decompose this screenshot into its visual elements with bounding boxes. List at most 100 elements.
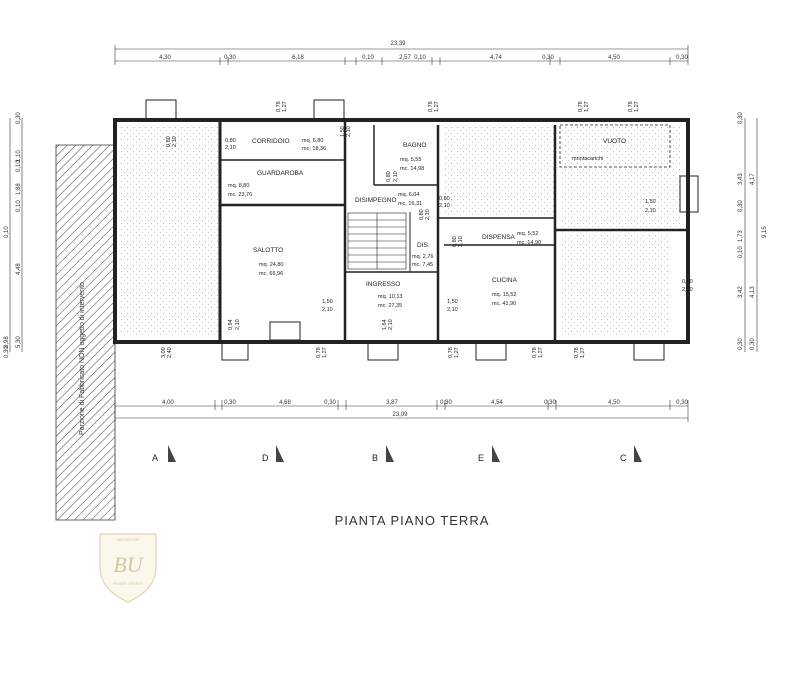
door-label: 2,10 — [393, 171, 399, 182]
room-name: CUCINA — [492, 277, 518, 284]
dim-left-0: 0,30 — [16, 112, 22, 124]
door-label: 0,80 — [166, 136, 172, 147]
svg-text:A: A — [152, 453, 158, 463]
dim-right-5: 0,10 — [738, 246, 744, 258]
window-label: 1,27 — [580, 347, 586, 358]
room-guardaroba: GUARDAROBA mq. 8,80 mc. 23,76 — [228, 170, 304, 198]
section-marker-d: D — [262, 445, 284, 463]
watermark-logo: IMMOBILIARE BU PRIVATE BROKER — [99, 533, 157, 603]
dim-left-4: 0,10 — [4, 226, 10, 238]
dim-top-9: 0,30 — [676, 55, 688, 61]
section-marker-c: C — [620, 445, 642, 463]
room-name: CORRIDOIO — [252, 138, 290, 145]
dim-left-9: 8,98 — [4, 336, 10, 348]
dim-left-6: 5,30 — [16, 336, 22, 348]
door-label: 2,10 — [235, 319, 241, 330]
room-mc: mc. 14,90 — [517, 240, 541, 246]
window-label: 1,27 — [584, 101, 590, 112]
section-marker-e: E — [478, 445, 500, 463]
room-mq: mq. 2,76 — [412, 254, 433, 260]
dim-right-3: 0,30 — [738, 200, 744, 212]
dim-left-8: 0,10 — [16, 200, 22, 212]
section-markers: A D B E C — [152, 445, 642, 463]
window-label: 1,27 — [454, 347, 460, 358]
window-label: 1,27 — [322, 347, 328, 358]
door-label: 1,50 — [447, 299, 458, 305]
area-vuoto: VUOTO montacarichi — [572, 138, 626, 162]
room-mc: mc. 16,31 — [398, 201, 422, 207]
door-label: 0,80 — [225, 138, 236, 144]
room-corridoio: CORRIDOIO mq. 6,80 mc. 18,36 — [252, 138, 326, 152]
svg-text:E: E — [478, 453, 484, 463]
room-name: INGRESSO — [366, 281, 400, 288]
room-name: DIS. — [417, 242, 430, 249]
room-name: GUARDAROBA — [257, 170, 304, 177]
room-dispensa: DISPENSA mq. 5,52 mc. 14,90 — [482, 231, 541, 246]
room-name: DISIMPEGNO — [355, 197, 397, 204]
door-label: 2,10 — [322, 307, 333, 313]
door-label: 2,10 — [439, 203, 450, 209]
dim-left-3: 1,88 — [16, 183, 22, 195]
door-label: 2,10 — [388, 319, 394, 330]
door-label: 1,50 — [645, 199, 656, 205]
door-label: 2,10 — [425, 209, 431, 220]
door-label: 2,10 — [225, 145, 236, 151]
dim-bottom-8: 4,50 — [608, 400, 620, 406]
plan-title: PIANTA PIANO TERRA — [335, 513, 490, 528]
room-mc: mc. 27,35 — [378, 303, 402, 309]
section-marker-b: B — [372, 445, 394, 463]
dim-left-1: 1,10 — [16, 150, 22, 162]
door-label: 2,10 — [682, 287, 693, 293]
dim-bottom-4: 3,87 — [386, 400, 398, 406]
logo-initials: BU — [113, 552, 144, 577]
window-labels: 0,78 1,27 0,78 1,27 0,78 1,27 0,78 1,27 … — [276, 101, 640, 358]
door-label: 3,00 — [161, 347, 167, 358]
svg-text:D: D — [262, 453, 269, 463]
window-label: 0,78 — [532, 347, 538, 358]
bottom-dimension-chain: 4,00 0,30 4,68 0,30 3,87 0,30 4,54 0,30 … — [114, 400, 688, 422]
door-label: 1,64 — [382, 319, 388, 330]
door-label: 0,94 — [228, 319, 234, 330]
building-walls — [113, 99, 699, 361]
dim-top-0: 4,30 — [159, 55, 171, 61]
room-mq: mq. 6,04 — [398, 192, 419, 198]
dim-bottom-1: 0,30 — [224, 400, 236, 406]
left-dimension-chain: 8,98 0,10 0,30 1,10 0,10 1,88 0,10 4,48 … — [4, 112, 23, 358]
dim-left-7: 0,30 — [4, 346, 10, 358]
room-disimpegno: DISIMPEGNO mq. 6,04 mc. 16,31 — [355, 192, 422, 207]
dim-right-7: 3,42 — [738, 286, 744, 298]
room-cucina: CUCINA mq. 15,52 mc. 41,90 — [492, 277, 518, 307]
dim-right-6: 4,13 — [750, 286, 756, 298]
window-label: 0,78 — [448, 347, 454, 358]
window-label: 0,78 — [628, 101, 634, 112]
door-label: 1,50 — [322, 299, 333, 305]
side-note: Porzione di Fabbricato NON oggetto di in… — [79, 282, 86, 435]
logo-bottom-text: PRIVATE BROKER — [113, 582, 144, 586]
dim-left-5: 4,48 — [16, 263, 22, 275]
door-label: 0,80 — [386, 171, 392, 182]
window-label: 0,78 — [276, 101, 282, 112]
vuoto-label: VUOTO — [603, 138, 626, 145]
door-label: 0,80 — [419, 209, 425, 220]
room-name: SALOTTO — [253, 247, 283, 254]
room-mc: mc. 23,76 — [228, 192, 252, 198]
door-label: 2,10 — [645, 208, 656, 214]
window-label: 0,78 — [574, 347, 580, 358]
window-label: 1,27 — [634, 101, 640, 112]
room-mq: mq. 6,80 — [302, 138, 323, 144]
window-label: 1,27 — [538, 347, 544, 358]
door-label: 2,10 — [346, 126, 352, 137]
door-label: 0,80 — [682, 279, 693, 285]
room-mq: mq. 24,80 — [259, 262, 283, 268]
dim-top-5: 0,10 — [414, 55, 426, 61]
montacarichi-label: montacarichi — [572, 156, 603, 162]
dim-bottom-0: 4,00 — [162, 400, 174, 406]
dim-right-2: 4,17 — [750, 173, 756, 185]
room-mc: mc. 18,36 — [302, 146, 326, 152]
door-label: 2,40 — [167, 347, 173, 358]
room-name: DISPENSA — [482, 234, 516, 241]
room-mc: mc. 14,98 — [400, 166, 424, 172]
room-mc: mc. 66,96 — [259, 271, 283, 277]
dim-top-2: 6,18 — [292, 55, 304, 61]
